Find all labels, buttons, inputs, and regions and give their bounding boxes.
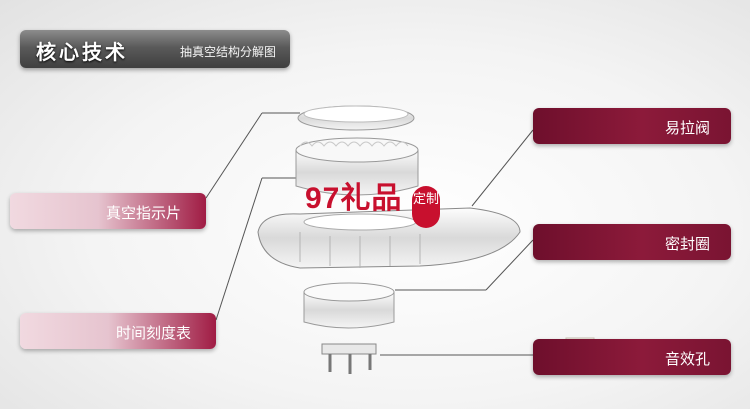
- easy-pull-valve-label: 易拉阀: [665, 120, 711, 137]
- sound-hole-label: 音效孔: [665, 351, 711, 368]
- lid-part: [257, 207, 521, 269]
- time-scale-label: 时间刻度表: [116, 325, 192, 342]
- callout-seal-ring: 密封圈: [533, 224, 731, 260]
- seal-body-part: [303, 282, 395, 329]
- callout-time-scale: 时间刻度表: [20, 313, 216, 349]
- vacuum-indicator-label: 真空指示片: [106, 205, 182, 222]
- seal-ring-label: 密封圈: [665, 236, 711, 253]
- sound-hole-part: [321, 343, 377, 374]
- callout-sound-hole: 音效孔: [533, 339, 731, 375]
- watermark-text: 97礼品: [305, 182, 403, 215]
- callout-easy-pull-valve: 易拉阀: [533, 108, 731, 144]
- time-scale-ring-part: [295, 137, 419, 196]
- section-subtitle: 抽真空结构分解图: [180, 45, 277, 59]
- section-title: 核心技术: [36, 42, 128, 64]
- indicator-disc-part: [297, 105, 415, 131]
- section-header: 核心技术 抽真空结构分解图: [20, 30, 290, 68]
- callout-vacuum-indicator: 真空指示片: [10, 193, 206, 229]
- watermark-seal: 定制: [412, 186, 440, 228]
